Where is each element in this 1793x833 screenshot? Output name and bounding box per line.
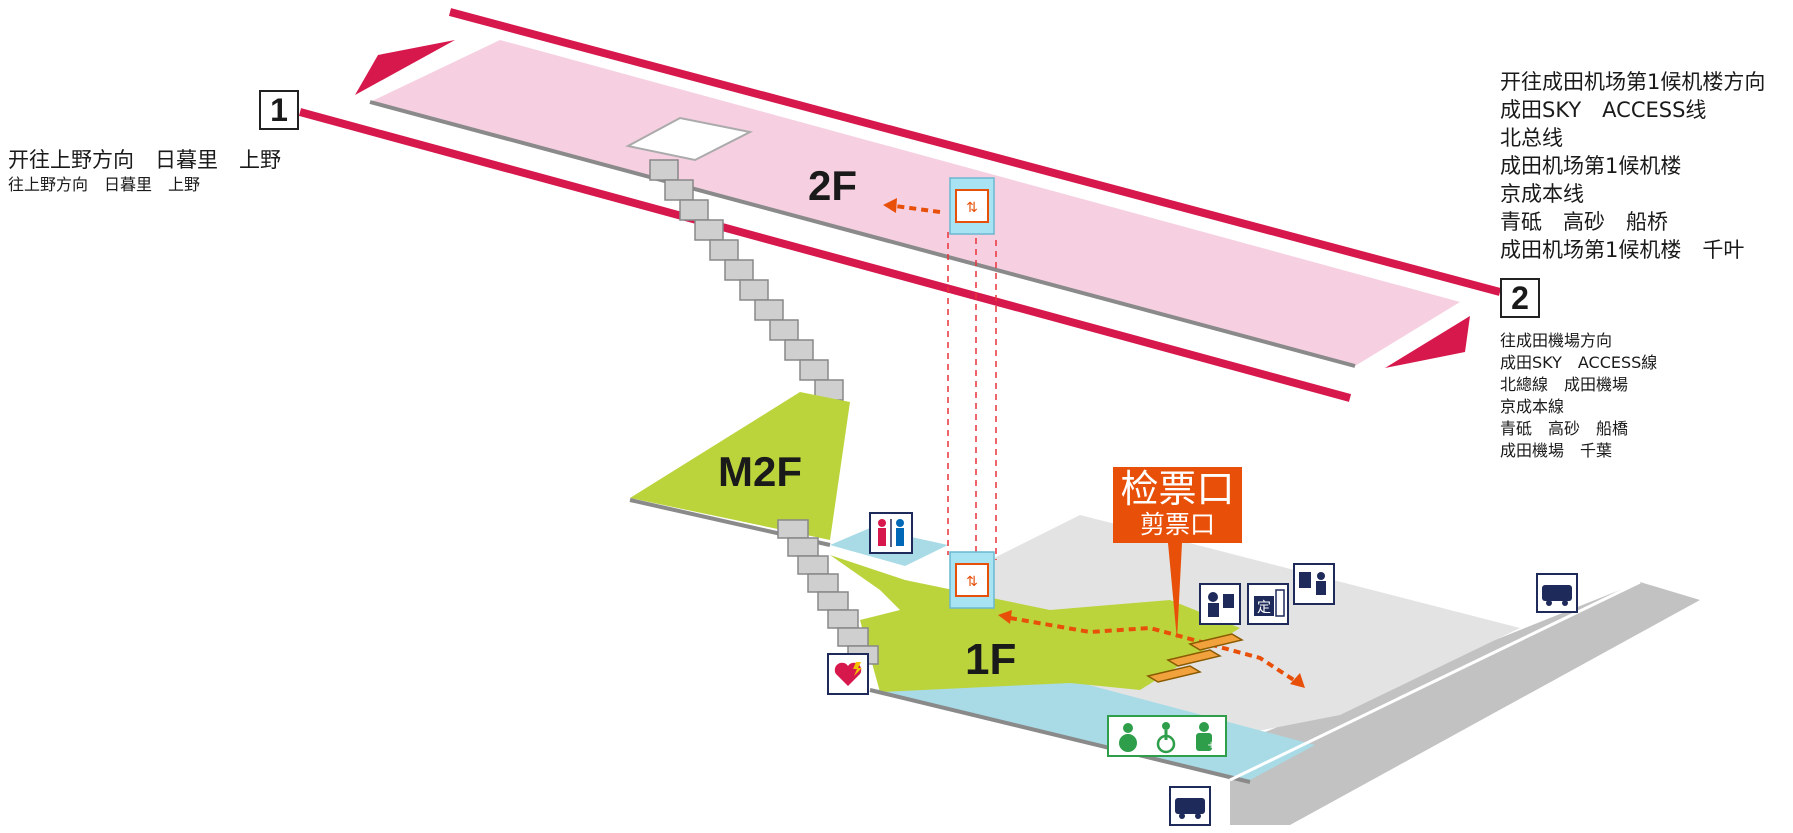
destination-sub: 北總線 成田機場 bbox=[1500, 375, 1629, 394]
ticket-gate-label-main: 检票口 bbox=[1120, 467, 1235, 511]
stairs-upper bbox=[649, 159, 844, 401]
destination-main: 开往成田机场第1候机楼方向 bbox=[1500, 70, 1766, 94]
destination-sub: 成田機場 千葉 bbox=[1500, 441, 1613, 460]
floor-m2f-area bbox=[630, 392, 850, 540]
bus-icon bbox=[1536, 573, 1578, 613]
route-arrow-2f bbox=[883, 198, 941, 214]
wheelchair-icon bbox=[1156, 722, 1176, 754]
ticket-gate-label: 检票口 剪票口 bbox=[1113, 467, 1242, 543]
destination-main: 开往上野方向 日暮里 上野 bbox=[8, 148, 281, 172]
stairs-lower bbox=[777, 519, 879, 665]
ticket-gate bbox=[1146, 633, 1244, 683]
floor-m2f-label: M2F bbox=[718, 448, 802, 495]
platform-1-destinations: 开往上野方向 日暮里 上野 往上野方向 日暮里 上野 bbox=[8, 146, 281, 196]
elevator-shaft bbox=[947, 232, 997, 560]
platform-2-destinations-sub: 往成田機場方向 成田SKY ACCESS線 北總線 成田機場 京成本線 青砥 高… bbox=[1500, 330, 1657, 462]
track-upper bbox=[448, 8, 1502, 296]
direction-arrow-right bbox=[1385, 316, 1470, 368]
destination-main: 成田SKY ACCESS线 bbox=[1500, 98, 1707, 122]
svg-text:⇅: ⇅ bbox=[966, 200, 978, 216]
floor-2f-label: 2F bbox=[808, 162, 857, 209]
svg-text:+: + bbox=[1207, 740, 1215, 751]
commuter-pass-icon: 定 bbox=[1247, 583, 1289, 625]
destination-sub: 往成田機場方向 bbox=[1500, 331, 1613, 350]
svg-text:定: 定 bbox=[1257, 600, 1271, 616]
route-arrow-1f bbox=[998, 610, 1305, 688]
bus-icon bbox=[1169, 786, 1211, 826]
destination-sub: 青砥 高砂 船橋 bbox=[1500, 419, 1629, 438]
toilet-icon bbox=[869, 512, 913, 554]
ostomate-icon: + bbox=[1196, 722, 1215, 751]
destination-sub: 往上野方向 日暮里 上野 bbox=[8, 175, 201, 194]
destination-sub: 京成本線 bbox=[1500, 397, 1565, 416]
accessible-facilities: + bbox=[1107, 715, 1227, 757]
destination-main: 成田机场第1候机楼 千叶 bbox=[1500, 238, 1745, 262]
direction-arrow-left bbox=[355, 40, 455, 95]
platform-2-destinations-main: 开往成田机场第1候机楼方向 成田SKY ACCESS线 北总线 成田机场第1候机… bbox=[1500, 68, 1765, 264]
ticket-gate-label-sub: 剪票口 bbox=[1139, 510, 1215, 539]
elevator-icon: ⇅ bbox=[949, 177, 995, 235]
elevator-icon: ⇅ bbox=[949, 551, 995, 609]
platform-2f bbox=[370, 40, 1460, 366]
destination-main: 京成本线 bbox=[1500, 182, 1584, 206]
destination-main: 成田机场第1候机楼 bbox=[1500, 154, 1682, 178]
destination-main: 青砥 高砂 船桥 bbox=[1500, 210, 1668, 234]
destination-sub: 成田SKY ACCESS線 bbox=[1500, 353, 1658, 372]
platform-1-number: 1 bbox=[259, 90, 299, 130]
station-staff-icon bbox=[1199, 583, 1241, 625]
aed-icon bbox=[827, 653, 869, 695]
bus-road bbox=[1230, 582, 1700, 825]
svg-text:⇅: ⇅ bbox=[966, 574, 978, 590]
baby-care-icon bbox=[1119, 723, 1137, 752]
floor-1f-label: 1F bbox=[965, 635, 1016, 684]
ticket-machine-icon bbox=[1293, 563, 1335, 605]
track-lower bbox=[298, 108, 1352, 402]
destination-main: 北总线 bbox=[1500, 126, 1563, 150]
platform-2-number: 2 bbox=[1500, 278, 1540, 318]
